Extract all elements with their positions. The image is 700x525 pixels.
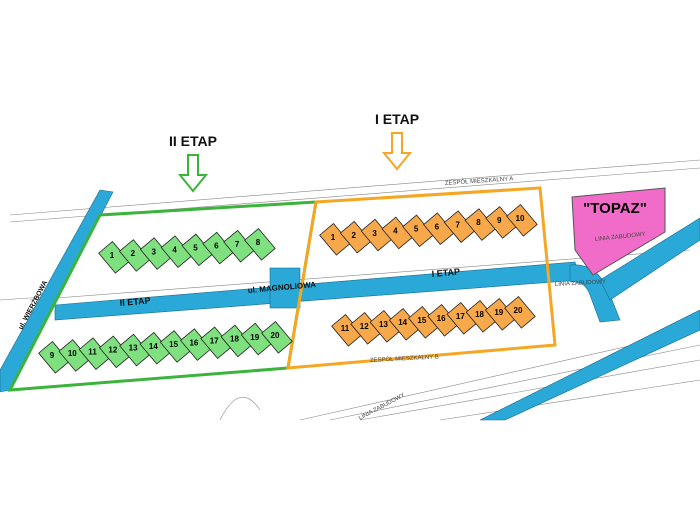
- house-number: 5: [414, 225, 419, 234]
- house-number: 7: [235, 240, 240, 249]
- stage2-heading: II ETAP: [169, 133, 217, 149]
- house-number: 18: [230, 335, 239, 344]
- roads: [0, 189, 700, 421]
- house-number: 12: [108, 346, 117, 355]
- stage1-boundary: [286, 186, 557, 370]
- house-footprint: [504, 295, 536, 329]
- house-number: 13: [379, 320, 388, 329]
- building-line-label-2: LINIA ZABUDOWY: [555, 279, 606, 288]
- house-footprint: [506, 203, 538, 237]
- house-number: 19: [250, 333, 259, 342]
- house-number: 8: [476, 218, 481, 227]
- zone-a-label: ZESPÓŁ MIESZKALNY A: [445, 175, 514, 187]
- house-number: 17: [210, 336, 219, 345]
- house-number: 14: [398, 318, 407, 327]
- house-number: 9: [497, 216, 502, 225]
- house-number: 14: [149, 342, 158, 351]
- house-number: 13: [129, 344, 138, 353]
- house-number: 1: [331, 233, 336, 242]
- stage1-heading: I ETAP: [375, 111, 419, 127]
- building-line-label-3: LINIA ZABUDOWY: [358, 393, 406, 422]
- road-lower: [479, 309, 700, 421]
- house-number: 7: [455, 220, 460, 229]
- house-number: 16: [437, 314, 446, 323]
- stage2-house-20: 20: [261, 320, 293, 354]
- house-footprint: [261, 320, 293, 354]
- house-number: 20: [514, 306, 523, 315]
- stage1-arrow-icon: [381, 132, 413, 171]
- house-number: 19: [494, 308, 503, 317]
- house-number: 18: [475, 310, 484, 319]
- house-number: 5: [193, 244, 198, 253]
- house-footprint: [244, 227, 276, 261]
- house-number: 15: [417, 316, 426, 325]
- house-number: 4: [393, 227, 398, 236]
- stage1-house-20: 20: [504, 295, 536, 329]
- house-number: 1: [110, 251, 115, 260]
- house-number: 15: [169, 340, 178, 349]
- road-stage2-label: II ETAP: [119, 295, 151, 308]
- house-number: 3: [372, 229, 377, 238]
- stage2-house-8: 8: [244, 227, 276, 261]
- house-number: 3: [151, 247, 156, 256]
- house-number: 8: [256, 238, 261, 247]
- house-number: 2: [131, 249, 136, 258]
- house-number: 2: [352, 231, 357, 240]
- house-number: 16: [189, 338, 198, 347]
- topaz-label: "TOPAZ": [583, 200, 647, 217]
- house-number: 17: [456, 312, 465, 321]
- house-number: 6: [214, 242, 219, 251]
- house-number: 11: [88, 347, 97, 356]
- road-stage1-label: I ETAP: [431, 267, 460, 279]
- road-wierzbowa: [0, 189, 114, 393]
- building-line-label: LINIA ZABUDOWY: [595, 232, 646, 243]
- house-number: 10: [516, 214, 525, 223]
- house-number: 20: [271, 331, 280, 340]
- house-number: 11: [341, 324, 350, 333]
- topaz-area: [571, 187, 666, 276]
- house-number: 4: [172, 245, 177, 254]
- house-number: 12: [360, 322, 369, 331]
- house-number: 6: [435, 222, 440, 231]
- house-number: 9: [50, 351, 55, 360]
- stage1-house-10: 10: [506, 203, 538, 237]
- zone-b-label: ZESPÓŁ MIESZKALNY B: [370, 353, 439, 364]
- road-upper: [599, 217, 700, 301]
- stage2-arrow-icon: [177, 154, 209, 193]
- house-number: 10: [68, 349, 77, 358]
